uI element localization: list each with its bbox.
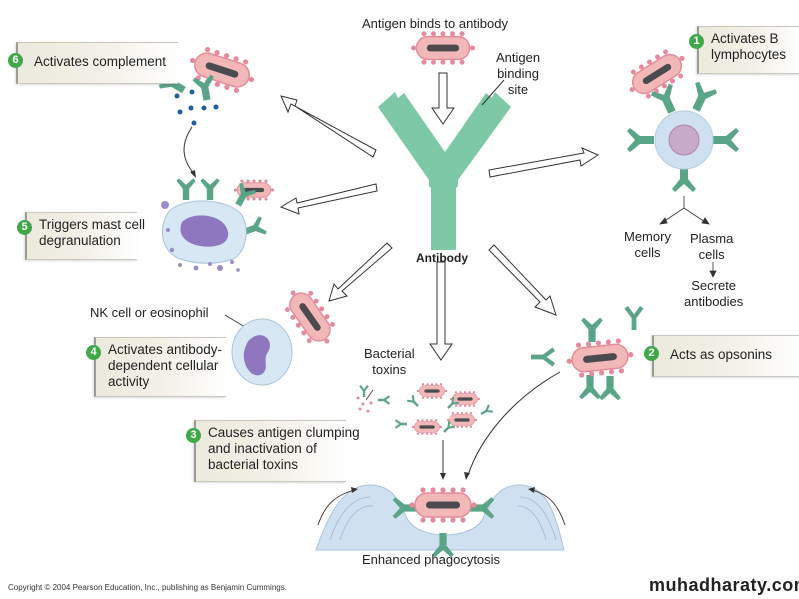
plasma-cells-label: Plasma cells [690, 231, 734, 262]
copyright-text: Copyright © 2004 Pearson Education, Inc.… [8, 583, 287, 592]
watermark: muhadharaty.com [649, 575, 799, 595]
function-box-3: Causes antigen clumping and inactivation… [194, 420, 360, 482]
function-box-5: Triggers mast cell degranulation [25, 212, 145, 260]
function-box-6: Activates complement [16, 42, 178, 84]
badge-1: 1 [689, 34, 704, 49]
nk-cell-label: NK cell or eosinophil [90, 305, 209, 320]
function-1-label: Activates B lymphocytes [711, 31, 787, 62]
arrow-to-complement [280, 95, 377, 158]
badge-6: 6 [8, 53, 23, 68]
badge-4: 4 [86, 345, 101, 360]
arrow-to-b-cell [488, 147, 600, 178]
arrow-to-toxins [429, 261, 453, 361]
nk-cell-illustration [224, 280, 343, 386]
secrete-antibodies-label: Secrete antibodies [684, 278, 744, 309]
b-cell-branch-arrows [659, 196, 717, 278]
function-box-2: Acts as opsonins [652, 335, 799, 377]
function-box-4: Activates antibody- dependent cellular a… [94, 337, 226, 397]
phagocyte-illustration [315, 484, 566, 558]
antigen-binding-site-label: Antigen binding site [496, 50, 541, 97]
toxin-clumping-illustration [356, 382, 494, 480]
b-lymphocyte [620, 42, 739, 192]
arrow-to-nk-cell [328, 242, 393, 302]
function-3-label: Causes antigen clumping and inactivation… [208, 425, 360, 472]
antibody-y-shape [378, 92, 511, 250]
arrow-to-opsonins [488, 244, 557, 316]
antigen-binds-title: Antigen binds to antibody [362, 16, 508, 31]
enhanced-phagocytosis-label: Enhanced phagocytosis [362, 552, 501, 567]
badge-5: 5 [17, 220, 32, 235]
mast-cell-illustration [161, 178, 275, 272]
opsonin-illustration [464, 306, 644, 480]
antibody-label: Antibody [416, 251, 468, 265]
function-box-1: Activates B lymphocytes [697, 26, 799, 74]
arrow-down-top [431, 72, 455, 125]
function-2-label: Acts as opsonins [670, 347, 773, 362]
function-6-label: Activates complement [34, 54, 167, 69]
badge-3: 3 [186, 428, 201, 443]
antigen-top [410, 30, 476, 66]
binding-site-pointer [481, 79, 505, 106]
memory-cells-label: Memory cells [624, 229, 671, 260]
hollow-arrows [279, 95, 600, 361]
arrow-to-mast-cell [279, 183, 378, 215]
bacterial-toxins-label: Bacterial toxins [364, 346, 415, 377]
badge-2: 2 [644, 346, 659, 361]
complement-illustration [157, 42, 261, 178]
function-5-label: Triggers mast cell degranulation [39, 217, 146, 248]
function-4-label: Activates antibody- dependent cellular a… [108, 342, 223, 389]
